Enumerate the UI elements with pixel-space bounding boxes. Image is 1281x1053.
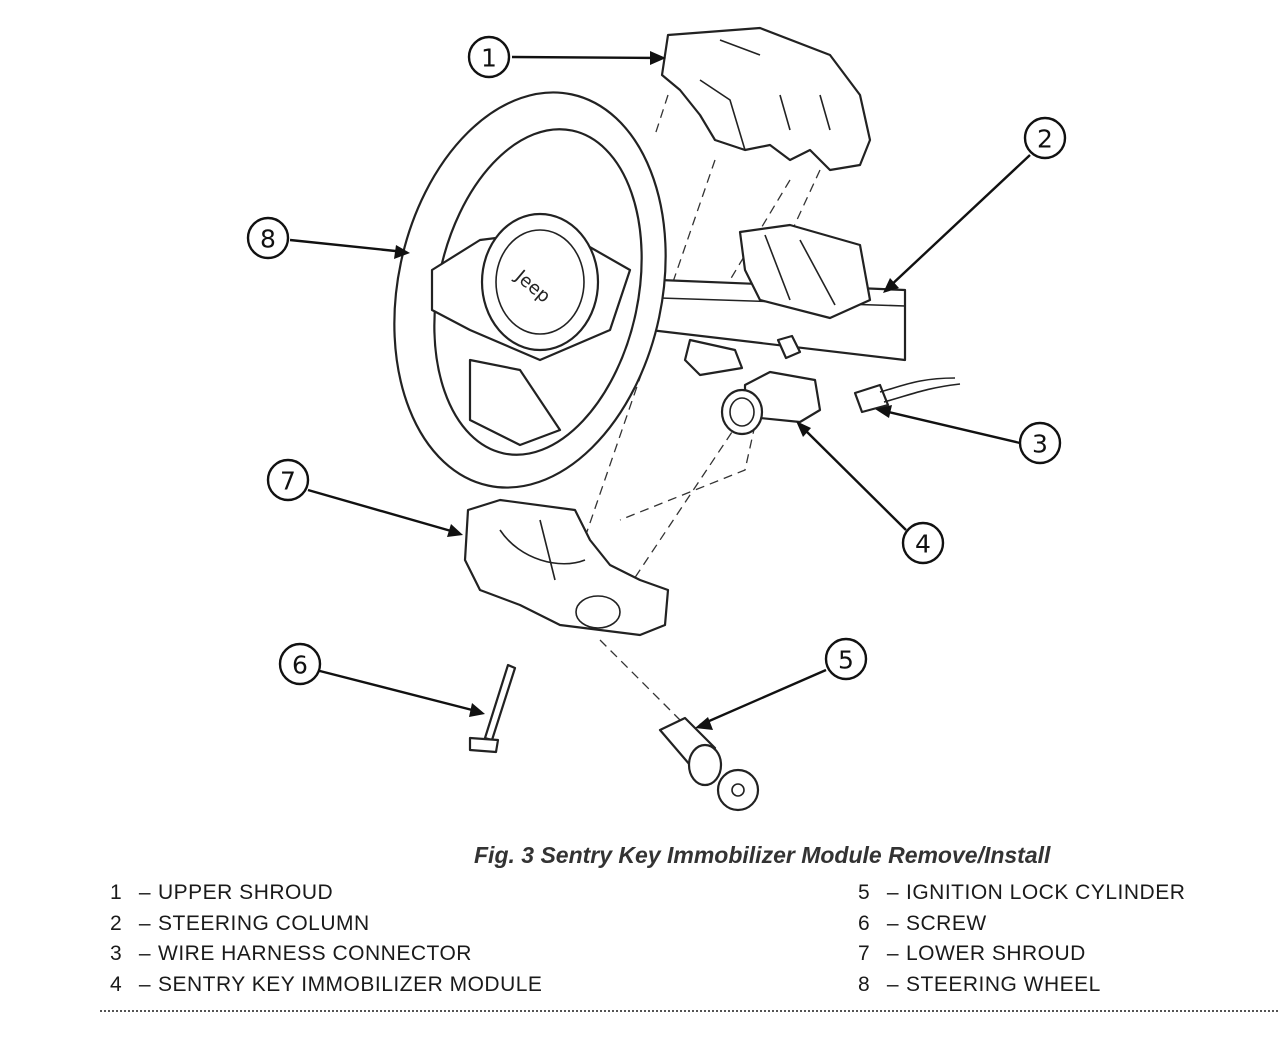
legend-right-column: 5–IGNITION LOCK CYLINDER 6–SCREW 7–LOWER… — [858, 878, 1185, 1000]
legend-label: SCREW — [906, 911, 987, 935]
legend-separator: – — [138, 942, 152, 965]
legend-item: 6–SCREW — [858, 909, 1185, 940]
legend-item: 7–LOWER SHROUD — [858, 939, 1185, 970]
legend-item: 3–WIRE HARNESS CONNECTOR — [110, 939, 542, 970]
legend-separator: – — [138, 972, 152, 996]
legend-number: 4 — [110, 972, 123, 996]
callout-6: 6 — [278, 642, 322, 686]
callout-3-number: 3 — [1032, 430, 1048, 459]
legend-item: 2–STEERING COLUMN — [110, 909, 542, 940]
legend-separator: – — [886, 942, 900, 965]
wire-harness-connector — [853, 377, 961, 414]
lower-shroud — [463, 498, 670, 637]
legend-label: SENTRY KEY IMMOBILIZER MODULE — [158, 972, 543, 996]
ignition-lock-cylinder — [658, 716, 760, 812]
legend-item: 4–SENTRY KEY IMMOBILIZER MODULE — [110, 970, 542, 1001]
legend-item: 5–IGNITION LOCK CYLINDER — [858, 878, 1185, 909]
callout-5-number: 5 — [838, 646, 854, 675]
legend-number: 3 — [110, 942, 123, 965]
legend-number: 2 — [110, 911, 123, 935]
callout-4: 4 — [901, 521, 945, 565]
callout-2-number: 2 — [1037, 125, 1053, 154]
legend-separator: – — [138, 911, 152, 935]
callout-arrows — [289, 51, 1031, 730]
bottom-divider — [100, 1010, 1278, 1012]
legend-item: 1–UPPER SHROUD — [110, 878, 542, 909]
legend-label: LOWER SHROUD — [906, 942, 1086, 965]
figure-caption: Fig. 3 Sentry Key Immobilizer Module Rem… — [474, 842, 1051, 868]
legend-separator: – — [886, 881, 900, 904]
legend-number: 1 — [110, 881, 123, 904]
callout-8-number: 8 — [260, 225, 276, 254]
exploded-view-diagram: Jeep — [246, 26, 1067, 812]
legend-label: STEERING WHEEL — [906, 972, 1101, 996]
legend-separator: – — [886, 972, 900, 996]
upper-shroud — [660, 26, 872, 172]
steering-wheel: Jeep — [393, 91, 667, 489]
callout-3: 3 — [1018, 421, 1062, 465]
screw — [468, 663, 517, 754]
legend-separator: – — [138, 881, 152, 904]
callout-4-number: 4 — [915, 530, 931, 559]
legend-label: WIRE HARNESS CONNECTOR — [158, 942, 472, 965]
legend-number: 7 — [858, 942, 871, 965]
callout-5: 5 — [824, 637, 868, 681]
legend-label: UPPER SHROUD — [158, 881, 334, 904]
callout-1: 1 — [467, 35, 511, 79]
callout-6-number: 6 — [292, 651, 308, 680]
callout-8: 8 — [246, 216, 290, 260]
legend-left-column: 1–UPPER SHROUD 2–STEERING COLUMN 3–WIRE … — [110, 878, 542, 1000]
callout-7: 7 — [266, 458, 310, 502]
callout-1-number: 1 — [481, 44, 497, 73]
callout-7-number: 7 — [280, 467, 296, 496]
legend-separator: – — [886, 911, 900, 935]
steering-column — [648, 223, 907, 362]
legend-label: STEERING COLUMN — [158, 911, 370, 935]
legend-number: 8 — [858, 972, 871, 996]
immobilizer-module — [683, 338, 822, 436]
legend-item: 8–STEERING WHEEL — [858, 970, 1185, 1001]
legend-label: IGNITION LOCK CYLINDER — [906, 881, 1186, 904]
callout-2: 2 — [1023, 116, 1067, 160]
legend-number: 6 — [858, 911, 871, 935]
legend-number: 5 — [858, 881, 871, 904]
